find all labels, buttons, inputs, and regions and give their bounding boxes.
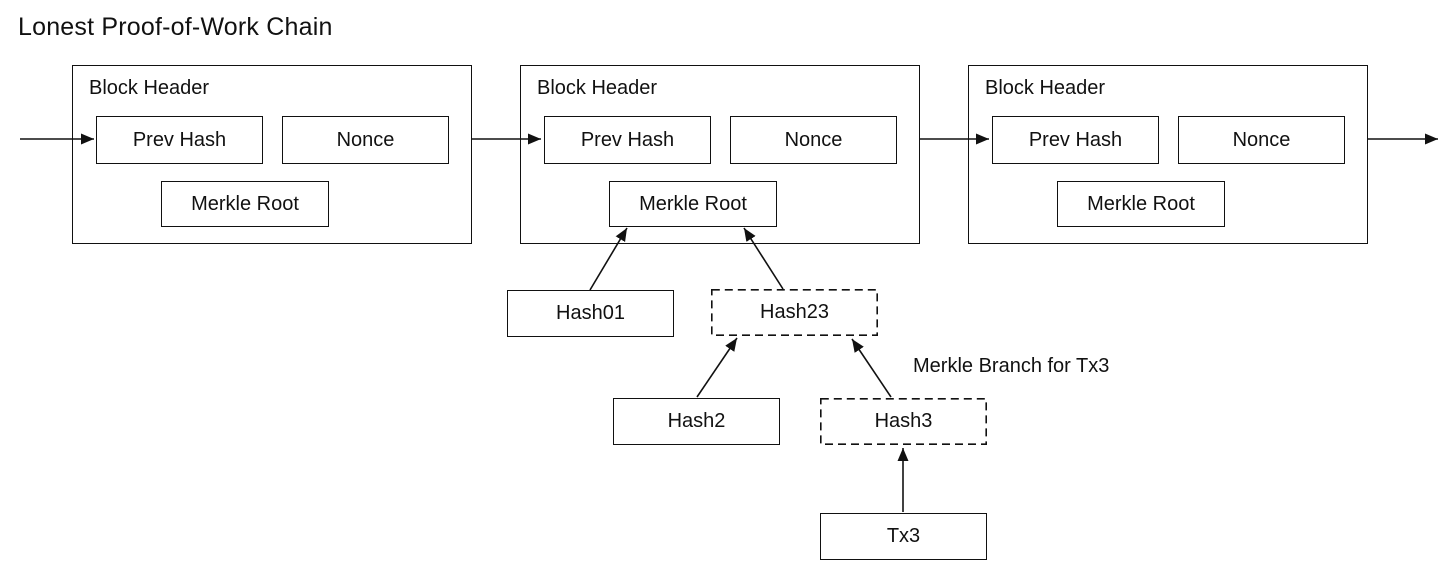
hash01-label: Hash01 bbox=[556, 302, 625, 324]
block3-prev-hash-box: Prev Hash bbox=[992, 116, 1159, 164]
block2-prev-hash-box: Prev Hash bbox=[544, 116, 711, 164]
arrow-hash3-to-hash23 bbox=[851, 338, 892, 398]
block2-merkle-root-label: Merkle Root bbox=[639, 192, 747, 215]
block1-nonce-box: Nonce bbox=[282, 116, 449, 164]
block-header-2: Block Header Prev Hash Nonce Merkle Root bbox=[520, 65, 920, 244]
block-header-1-title: Block Header bbox=[89, 77, 210, 99]
block-header-3: Block Header Prev Hash Nonce Merkle Root bbox=[968, 65, 1368, 244]
hash23-node: Hash23 bbox=[711, 289, 878, 336]
block3-nonce-box: Nonce bbox=[1178, 116, 1345, 164]
block-header-2-title: Block Header bbox=[537, 77, 658, 99]
block2-merkle-root-box: Merkle Root bbox=[609, 181, 777, 227]
tx3-node: Tx3 bbox=[820, 513, 987, 560]
block1-nonce-label: Nonce bbox=[336, 128, 395, 151]
block1-prev-hash-label: Prev Hash bbox=[132, 128, 227, 151]
block2-nonce-box: Nonce bbox=[730, 116, 897, 164]
diagram-title: Lonest Proof-of-Work Chain bbox=[18, 13, 333, 41]
block-header-3-title: Block Header bbox=[985, 77, 1106, 99]
block1-prev-hash-box: Prev Hash bbox=[96, 116, 263, 164]
block3-merkle-root-box: Merkle Root bbox=[1057, 181, 1225, 227]
block3-nonce-label: Nonce bbox=[1232, 128, 1291, 151]
hash01-node: Hash01 bbox=[507, 290, 674, 337]
hash3-node: Hash3 bbox=[820, 398, 987, 445]
merkle-branch-label: Merkle Branch for Tx3 bbox=[913, 355, 1110, 377]
hash2-node: Hash2 bbox=[613, 398, 780, 445]
arrow-hash2-to-hash23 bbox=[696, 337, 738, 398]
block2-prev-hash-label: Prev Hash bbox=[580, 128, 675, 151]
hash23-label: Hash23 bbox=[760, 301, 829, 323]
block1-merkle-root-box: Merkle Root bbox=[161, 181, 329, 227]
block-header-1: Block Header Prev Hash Nonce Merkle Root bbox=[72, 65, 472, 244]
block3-merkle-root-label: Merkle Root bbox=[1087, 192, 1195, 215]
hash2-label: Hash2 bbox=[667, 410, 726, 432]
block2-nonce-label: Nonce bbox=[784, 128, 843, 151]
tx3-label: Tx3 bbox=[886, 525, 921, 547]
block3-prev-hash-label: Prev Hash bbox=[1028, 128, 1123, 151]
hash3-label: Hash3 bbox=[874, 410, 933, 432]
block1-merkle-root-label: Merkle Root bbox=[191, 192, 299, 215]
